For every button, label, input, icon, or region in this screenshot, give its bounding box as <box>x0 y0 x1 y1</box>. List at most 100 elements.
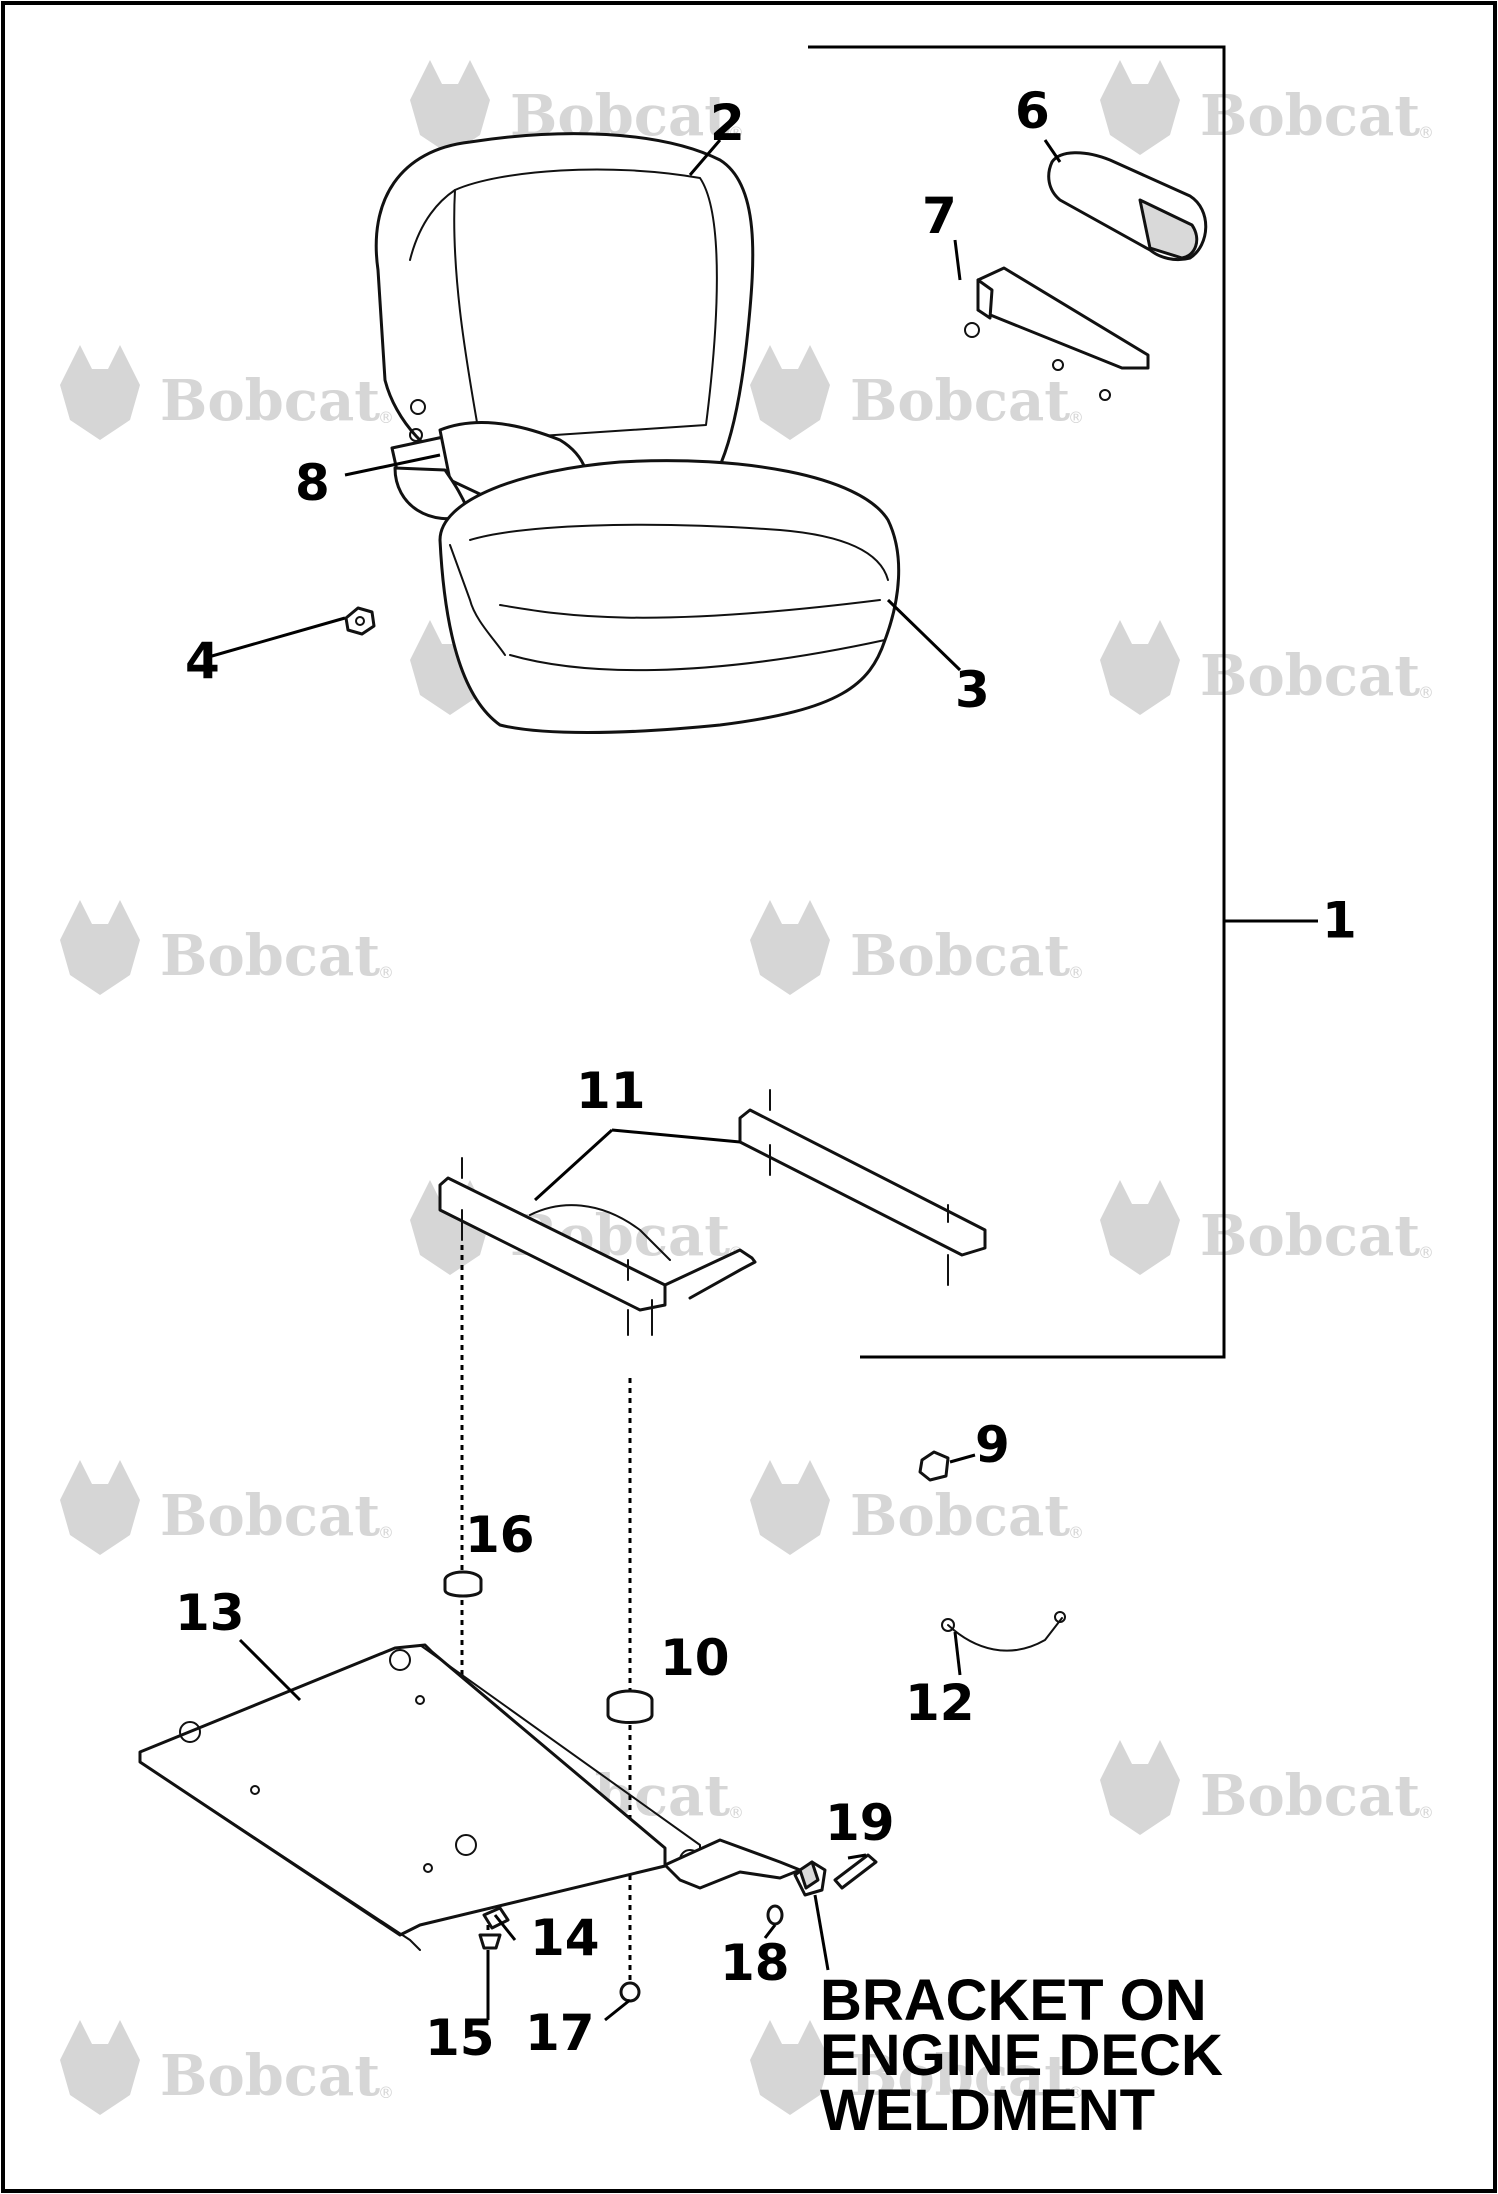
bracket-note: BRACKET ON ENGINE DECK WELDMENT <box>813 1894 1223 2143</box>
washer-18 <box>766 1904 784 1926</box>
bobcat-logo-icon <box>1100 60 1180 155</box>
svg-text:®: ® <box>1068 2083 1084 2102</box>
svg-text:®: ® <box>1068 1523 1084 1542</box>
svg-text:Bobcat: Bobcat <box>850 368 1070 434</box>
callout-16: 16 <box>465 1506 535 1564</box>
callout-18: 18 <box>720 1934 790 1992</box>
seat-slide-rail-left <box>438 1157 757 1336</box>
bobcat-logo-icon <box>750 1460 830 1555</box>
callout-3: 3 <box>955 661 990 719</box>
watermark: Bobcat ® <box>1100 1180 1434 1275</box>
seat-slide-rail-right <box>738 1089 987 1286</box>
callouts: 1 2 3 4 6 7 8 9 10 11 12 13 14 15 16 17 … <box>175 82 1357 2067</box>
svg-text:®: ® <box>378 963 394 982</box>
latch-bracket <box>793 1860 827 1897</box>
callout-11: 11 <box>576 1062 646 1120</box>
nut-4 <box>344 606 376 636</box>
callout-15: 15 <box>425 2009 495 2067</box>
wire-harness <box>941 1611 1066 1652</box>
bobcat-logo-icon <box>1100 1740 1180 1835</box>
svg-text:®: ® <box>1068 963 1084 982</box>
svg-text:®: ® <box>1418 123 1434 142</box>
pin-19 <box>833 1853 878 1890</box>
bobcat-logo-icon <box>60 2020 140 2115</box>
nut-9 <box>918 1450 950 1482</box>
watermark-group: Bobcat ® Bobcat ® Bobcat ® Bobcat ® Bobc… <box>60 60 1434 2115</box>
svg-text:®: ® <box>1418 1803 1434 1822</box>
svg-text:Bobcat: Bobcat <box>160 368 380 434</box>
svg-text:®: ® <box>378 1523 394 1542</box>
assembly-bracket <box>808 45 1226 1359</box>
watermark: Bobcat ® <box>1100 1740 1434 1835</box>
leader-lines <box>204 139 1062 2022</box>
spacer-16 <box>443 1570 483 1598</box>
svg-text:Bobcat: Bobcat <box>1200 83 1420 149</box>
bobcat-logo-icon <box>750 345 830 440</box>
callout-14: 14 <box>530 1909 600 1967</box>
bobcat-logo-icon <box>60 345 140 440</box>
note-line-2: ENGINE DECK <box>820 2023 1223 2088</box>
callout-17: 17 <box>525 2004 595 2062</box>
bobcat-logo-icon <box>60 900 140 995</box>
note-line-3: WELDMENT <box>820 2078 1155 2143</box>
watermark: Bobcat ® <box>60 345 394 440</box>
bobcat-logo-icon <box>750 900 830 995</box>
callout-13: 13 <box>175 1584 245 1642</box>
bobcat-logo-icon <box>1100 1180 1180 1275</box>
svg-text:®: ® <box>1068 408 1084 427</box>
svg-text:Bobcat: Bobcat <box>850 1483 1070 1549</box>
bobcat-logo-icon <box>60 1460 140 1555</box>
seat-back <box>374 132 755 472</box>
watermark: Bobcat ® <box>750 2020 1084 2115</box>
callout-9: 9 <box>975 1416 1010 1474</box>
bobcat-logo-icon <box>410 60 490 155</box>
callout-6: 6 <box>1015 82 1050 140</box>
callout-4: 4 <box>185 632 220 690</box>
leader-note <box>813 1894 830 1971</box>
watermark: Bobcat ® <box>60 900 394 995</box>
nut-17 <box>619 1981 641 2003</box>
leader-11-right <box>611 1128 741 1144</box>
latch-rod <box>663 1838 802 1890</box>
callout-19: 19 <box>825 1794 895 1852</box>
svg-text:®: ® <box>1418 1243 1434 1262</box>
svg-text:®: ® <box>728 1803 744 1822</box>
svg-text:Bobcat: Bobcat <box>850 2043 1070 2109</box>
callout-8: 8 <box>295 454 330 512</box>
armrest-bracket <box>964 266 1150 401</box>
svg-text:®: ® <box>378 408 394 427</box>
callout-1: 1 <box>1322 892 1357 950</box>
bolt-15 <box>478 1933 502 1950</box>
callout-2: 2 <box>710 94 745 152</box>
leader-11-left <box>533 1128 614 1202</box>
svg-text:®: ® <box>378 2083 394 2102</box>
watermark: Bobcat ® <box>60 1460 394 1555</box>
spacer-10 <box>606 1689 654 1724</box>
bobcat-logo-icon <box>1100 620 1180 715</box>
bobcat-logo-icon <box>750 2020 830 2115</box>
svg-text:®: ® <box>728 123 744 142</box>
svg-text:Bobcat: Bobcat <box>160 1483 380 1549</box>
armrest-pad <box>1047 151 1208 262</box>
watermark: Bobcat ® <box>750 900 1084 995</box>
svg-text:Bobcat: Bobcat <box>1200 643 1420 709</box>
svg-text:Bobcat: Bobcat <box>850 923 1070 989</box>
svg-text:Bobcat: Bobcat <box>160 2043 380 2109</box>
callout-12: 12 <box>905 1674 975 1732</box>
svg-text:®: ® <box>1418 683 1434 702</box>
svg-text:Bobcat: Bobcat <box>1200 1763 1420 1829</box>
note-line-1: BRACKET ON <box>820 1968 1207 2033</box>
watermark: Bobcat ® <box>60 2020 394 2115</box>
svg-text:Bobcat: Bobcat <box>1200 1203 1420 1269</box>
seat-cushion <box>438 459 901 734</box>
svg-text:Bobcat: Bobcat <box>160 923 380 989</box>
watermark: Bobcat ® <box>1100 60 1434 155</box>
watermark: Bobcat ® <box>750 1460 1084 1555</box>
watermark: Bobcat ® <box>750 345 1084 440</box>
watermark: Bobcat ® <box>1100 620 1434 715</box>
callout-7: 7 <box>922 187 957 245</box>
callout-10: 10 <box>660 1629 730 1687</box>
